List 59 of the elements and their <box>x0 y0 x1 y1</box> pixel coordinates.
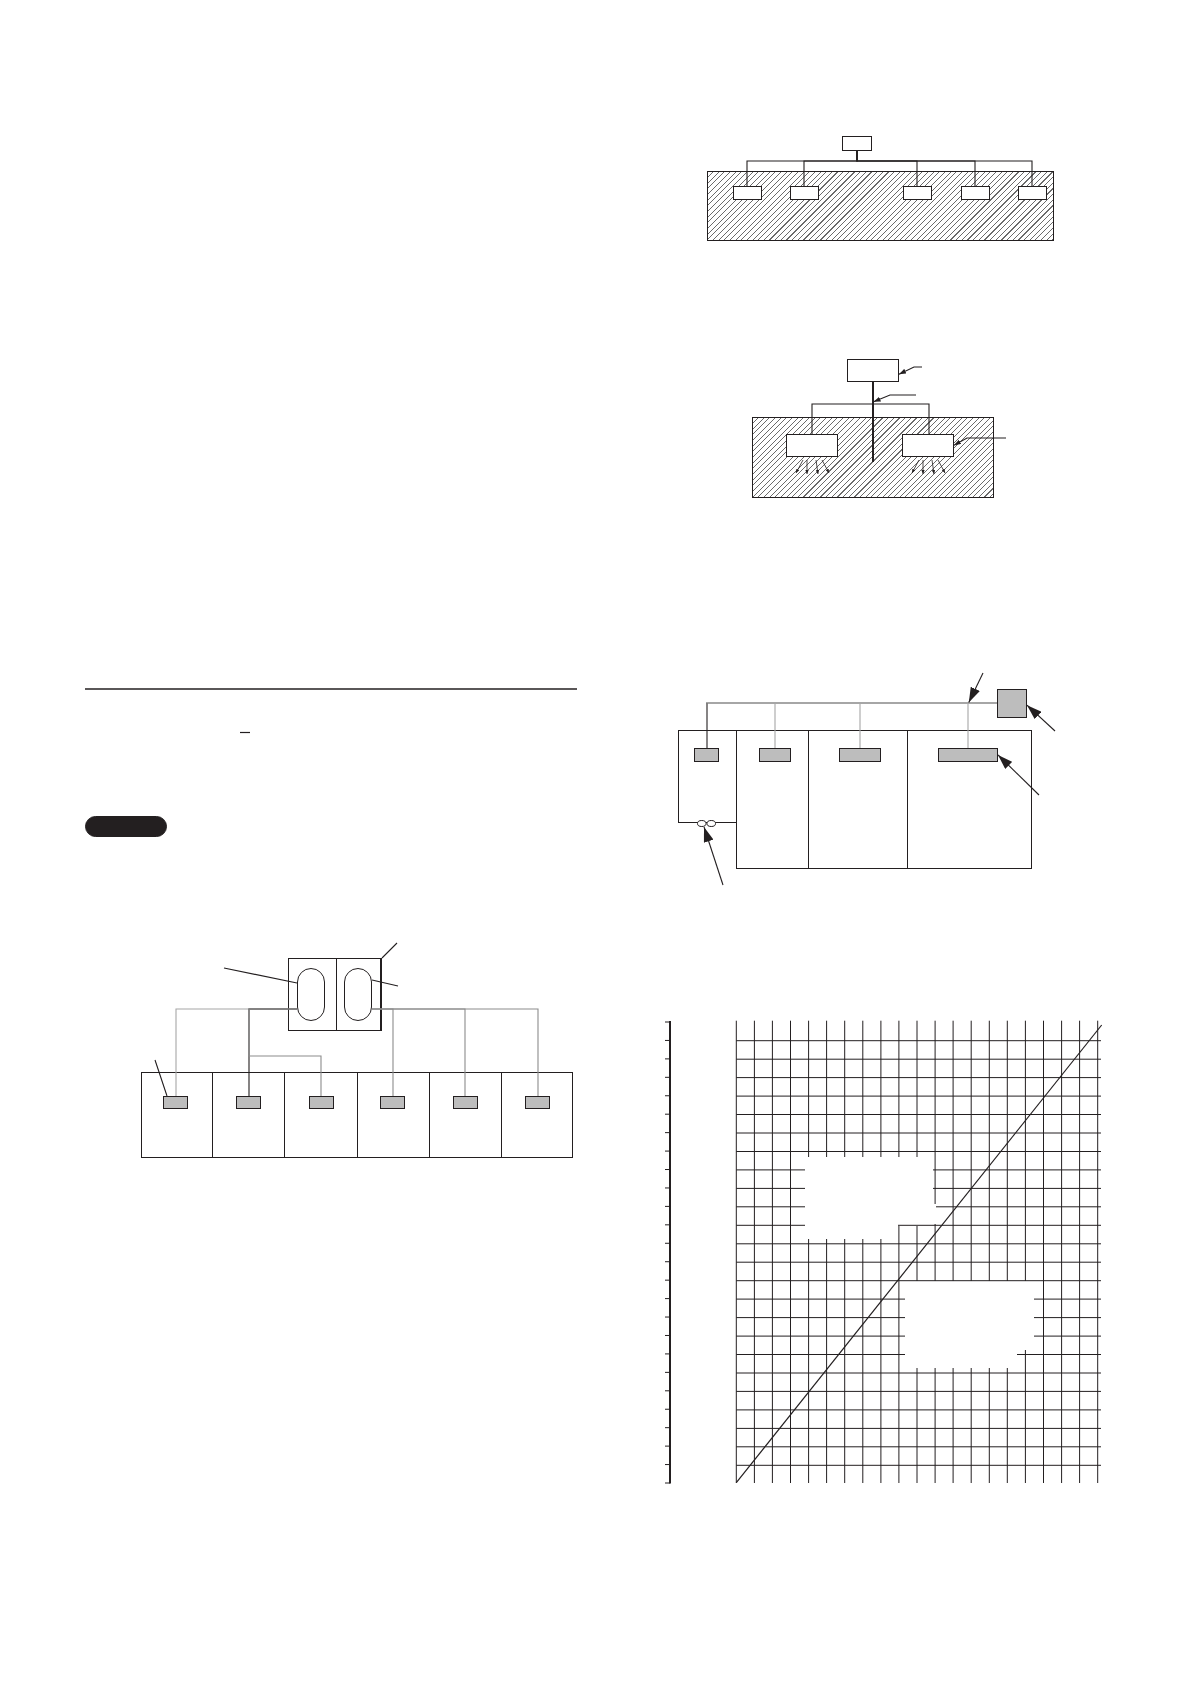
hatched-zone <box>707 171 1054 241</box>
unit-box <box>785 433 838 457</box>
rocker-switch <box>343 967 372 1021</box>
device-box <box>997 689 1027 718</box>
device-box <box>452 1095 478 1109</box>
rocker-switch <box>296 967 325 1021</box>
connection-line <box>811 403 873 435</box>
unit-box <box>902 185 932 200</box>
device-box <box>162 1095 188 1109</box>
connection-line <box>859 703 861 749</box>
unit-box <box>212 1072 285 1158</box>
unit-box <box>429 1072 502 1158</box>
device-box <box>937 747 998 762</box>
unit-box <box>736 730 809 869</box>
unit-box <box>732 185 762 200</box>
connection-line <box>856 150 1033 187</box>
switch-panel <box>288 958 382 1031</box>
leader-arrow <box>703 826 724 886</box>
unit-box <box>789 185 819 200</box>
leader-line <box>371 979 399 987</box>
device-box <box>758 747 791 762</box>
leader-line <box>154 1059 168 1097</box>
connection-line <box>248 1008 322 1097</box>
connector-symbol <box>697 820 716 827</box>
connection-line <box>967 703 969 749</box>
bus-line <box>706 702 997 704</box>
connection-line <box>873 403 930 435</box>
leader-arrow <box>953 437 1007 446</box>
device-box <box>308 1095 334 1109</box>
unit-box <box>678 730 737 823</box>
device-box <box>379 1095 405 1109</box>
connection-line <box>371 1008 539 1097</box>
cable-line <box>872 382 874 462</box>
unit-box <box>501 1072 573 1158</box>
unit-box <box>907 730 1032 869</box>
controller-box <box>847 359 899 382</box>
unit-box <box>1017 185 1047 200</box>
leader-arrow <box>997 754 1040 796</box>
unit-box <box>284 1072 358 1158</box>
device-box <box>693 747 719 762</box>
connection-line <box>706 703 708 749</box>
note-tag <box>85 816 167 837</box>
unit-box <box>960 185 990 200</box>
leader-arrow <box>1026 704 1056 732</box>
leader-line <box>381 942 398 959</box>
device-box <box>235 1095 261 1109</box>
unit-box <box>808 730 908 869</box>
device-box <box>838 747 881 762</box>
leader-arrow <box>968 672 984 703</box>
unit-box <box>357 1072 430 1158</box>
hatched-zone <box>752 417 994 498</box>
connection-line <box>774 703 776 749</box>
leader-line <box>223 967 298 984</box>
device-box <box>524 1095 550 1109</box>
unit-box <box>901 433 954 457</box>
leader-arrow <box>873 394 917 403</box>
controller-box <box>842 136 872 151</box>
unit-box <box>141 1072 213 1158</box>
leader-arrow <box>898 366 923 375</box>
